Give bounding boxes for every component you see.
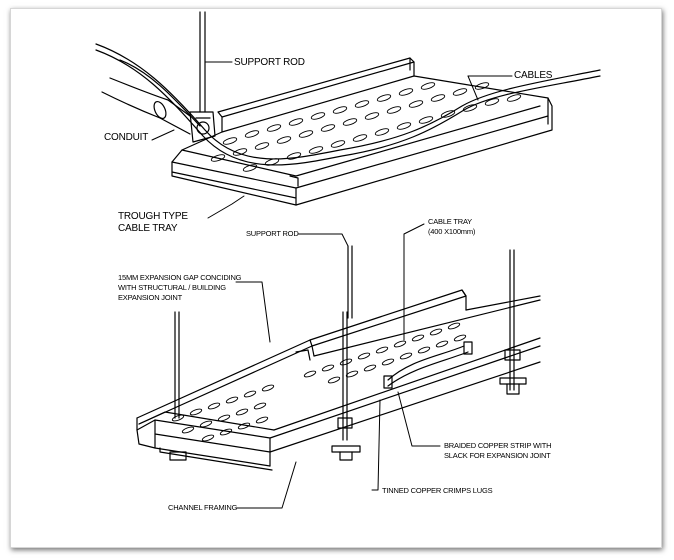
braided-copper-strip xyxy=(383,341,473,389)
label-braided-line2: SLACK FOR EXPANSION JOINT xyxy=(444,451,551,460)
label-expansion-line1: 15MM EXPANSION GAP CONCIDING xyxy=(118,273,242,282)
lower-tray-slots xyxy=(171,322,467,442)
conduit xyxy=(101,77,191,135)
label-trough-line2: CABLE TRAY xyxy=(118,223,178,234)
conduit-clamp xyxy=(189,111,216,143)
lower-tray-left-section xyxy=(136,339,313,471)
lower-tray-right-section xyxy=(269,289,541,453)
label-cable-tray-line1: CABLE TRAY xyxy=(428,217,472,226)
labels: SUPPORT ROD CABLES CONDUIT TROUGH TYPE C… xyxy=(104,57,553,512)
drawing-frame xyxy=(10,8,662,548)
label-conduit: CONDUIT xyxy=(104,132,148,143)
label-channel: CHANNEL FRAMING xyxy=(168,503,238,512)
leader-lines-top xyxy=(151,61,513,219)
support-rod-top xyxy=(199,11,206,113)
label-expansion-line3: EXPANSION JOINT xyxy=(118,293,183,302)
label-cables: CABLES xyxy=(514,70,553,81)
trough-tray xyxy=(171,57,553,206)
label-braided-line1: BRAIDED COPPER STRIP WITH xyxy=(444,441,551,450)
trough-tray-slots xyxy=(210,82,522,172)
label-support-rod-bottom: SUPPORT ROD xyxy=(246,229,299,238)
label-cable-tray-line2: (400 X100mm) xyxy=(428,227,476,236)
support-rods-lower xyxy=(174,245,515,441)
label-expansion-line2: WITH STRUCTURAL / BUILDING xyxy=(118,283,226,292)
label-trough-line1: TROUGH TYPE xyxy=(118,211,188,222)
label-support-rod-top: SUPPORT ROD xyxy=(234,57,305,68)
rod-fixings xyxy=(169,349,527,461)
label-tinned: TINNED COPPER CRIMPS LUGS xyxy=(382,486,493,495)
leader-lines-bottom xyxy=(235,223,441,509)
cables xyxy=(95,43,601,166)
